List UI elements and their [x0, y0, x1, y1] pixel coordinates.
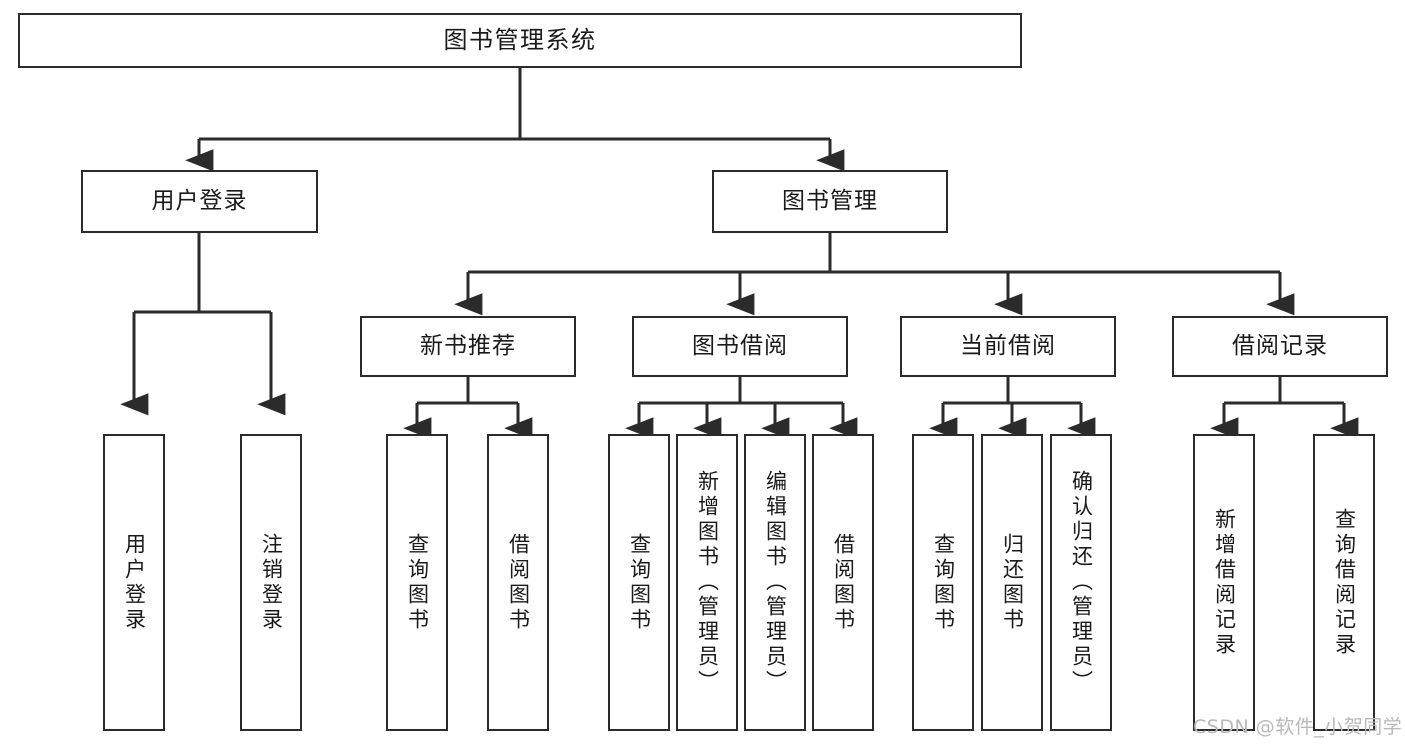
node-leaf-user-login[interactable]: 用户登录 — [103, 434, 165, 731]
csdn-watermark: CSDN @软件_小贺同学 — [1193, 716, 1403, 738]
node-new-book-rec-label: 新书推荐 — [420, 333, 516, 360]
node-book-borrow-label: 图书借阅 — [692, 333, 788, 360]
node-leaf-borrow-edit-book-label: 编辑图书（管理员） — [763, 470, 788, 695]
node-borrow-record[interactable]: 借阅记录 — [1172, 316, 1388, 377]
node-leaf-rec-query-record[interactable]: 查询借阅记录 — [1313, 434, 1375, 731]
node-leaf-rec-add-record-label: 新增借阅记录 — [1212, 507, 1237, 658]
node-current-borrow-label: 当前借阅 — [960, 333, 1056, 360]
node-leaf-user-login-label: 用户登录 — [122, 532, 147, 633]
node-leaf-user-logout-label: 注销登录 — [259, 532, 284, 633]
node-leaf-rec-query-book-label: 查询图书 — [405, 532, 430, 633]
node-leaf-cur-confirm-return-label: 确认归还（管理员） — [1069, 470, 1094, 695]
node-book-borrow[interactable]: 图书借阅 — [632, 316, 848, 377]
node-current-borrow[interactable]: 当前借阅 — [900, 316, 1116, 377]
node-leaf-borrow-add-book[interactable]: 新增图书（管理员） — [676, 434, 738, 731]
node-leaf-cur-return-book-label: 归还图书 — [1000, 532, 1025, 633]
node-user-login[interactable]: 用户登录 — [81, 170, 318, 233]
node-leaf-cur-confirm-return[interactable]: 确认归还（管理员） — [1050, 434, 1112, 731]
node-leaf-rec-borrow-book-label: 借阅图书 — [506, 532, 531, 633]
node-leaf-rec-add-record[interactable]: 新增借阅记录 — [1193, 434, 1255, 731]
node-borrow-record-label: 借阅记录 — [1232, 333, 1328, 360]
node-leaf-borrow-query-book[interactable]: 查询图书 — [608, 434, 670, 731]
node-book-manage-label: 图书管理 — [782, 188, 878, 215]
node-leaf-borrow-add-book-label: 新增图书（管理员） — [695, 470, 720, 695]
node-leaf-borrow-borrow-book[interactable]: 借阅图书 — [812, 434, 874, 731]
node-leaf-borrow-borrow-book-label: 借阅图书 — [831, 532, 856, 633]
node-leaf-cur-query-book[interactable]: 查询图书 — [912, 434, 974, 731]
node-new-book-rec[interactable]: 新书推荐 — [360, 316, 576, 377]
node-leaf-rec-query-record-label: 查询借阅记录 — [1332, 507, 1357, 658]
node-book-manage[interactable]: 图书管理 — [712, 170, 948, 233]
node-root[interactable]: 图书管理系统 — [18, 13, 1022, 68]
node-leaf-borrow-edit-book[interactable]: 编辑图书（管理员） — [744, 434, 806, 731]
node-leaf-cur-query-book-label: 查询图书 — [931, 532, 956, 633]
node-leaf-borrow-query-book-label: 查询图书 — [627, 532, 652, 633]
node-leaf-rec-query-book[interactable]: 查询图书 — [386, 434, 448, 731]
node-leaf-rec-borrow-book[interactable]: 借阅图书 — [487, 434, 549, 731]
node-leaf-cur-return-book[interactable]: 归还图书 — [981, 434, 1043, 731]
node-leaf-user-logout[interactable]: 注销登录 — [240, 434, 302, 731]
node-user-login-label: 用户登录 — [151, 188, 248, 215]
node-root-label: 图书管理系统 — [443, 25, 597, 54]
